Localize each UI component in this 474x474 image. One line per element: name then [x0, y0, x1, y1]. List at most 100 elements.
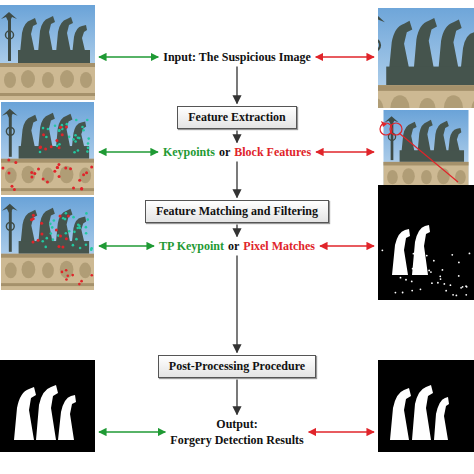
keypoint-dot: [80, 187, 83, 190]
keypoint-dot: [82, 173, 85, 176]
keypoint-dot: [395, 292, 397, 294]
flow-arrow: [236, 67, 237, 104]
side-arrow: [99, 56, 158, 57]
keypoint-dot: [58, 143, 61, 146]
keypoint-dot: [87, 137, 90, 140]
keypoint-dot: [433, 260, 435, 262]
keypoint-dot: [57, 245, 60, 248]
keypoint-dot: [452, 294, 454, 296]
keypoint-dot: [37, 239, 40, 242]
keypoint-dot: [37, 168, 40, 171]
keypoint-dot: [7, 159, 10, 162]
keypoint-dot: [56, 166, 59, 169]
keypoint-dot: [405, 279, 407, 281]
keypoint-dot: [14, 161, 17, 164]
keypoint-dot: [466, 286, 468, 288]
side-arrow: [99, 245, 154, 246]
keypoint-dot: [65, 232, 68, 235]
flow-arrow: [236, 256, 237, 353]
keypoint-dot: [64, 167, 67, 170]
keypoint-dot: [45, 237, 48, 240]
keypoint-dot: [451, 254, 453, 256]
label-text: or: [219, 145, 230, 160]
keypoint-dot: [90, 166, 93, 169]
keypoint-dot: [32, 217, 35, 220]
keypoint-dot: [62, 217, 65, 220]
keypoint-dot: [412, 268, 414, 270]
keypoint-dot: [76, 227, 79, 230]
keypoint-dot: [411, 281, 413, 283]
keypoint-dot: [66, 274, 69, 277]
keypoint-dot: [87, 142, 90, 145]
label-text: Forgery Detection Results: [170, 433, 303, 448]
keypoint-dot: [458, 262, 460, 264]
keypoint-dot: [78, 137, 81, 140]
keypoint-dot: [57, 163, 60, 166]
side-arrow: [320, 245, 374, 246]
keypoint-dot: [86, 218, 89, 221]
keypoint-dot: [462, 286, 464, 288]
keypoint-dot: [82, 129, 85, 132]
keypoint-dot: [416, 258, 418, 260]
keypoint-dot: [80, 188, 83, 191]
keypoint-dot: [53, 219, 56, 222]
label-text: Block Features: [234, 145, 311, 160]
keypoint-dot: [67, 214, 70, 217]
keypoint-dot: [58, 129, 61, 132]
keypoint-dot: [33, 172, 36, 175]
flow-arrow: [236, 162, 237, 198]
keypoint-dot: [59, 214, 62, 217]
keypoint-dot: [85, 171, 88, 174]
keypoint-dot: [437, 282, 439, 284]
process-box: Feature Matching and Filtering: [145, 200, 329, 223]
keypoint-dot: [425, 272, 427, 274]
label-text: or: [228, 239, 239, 254]
step-label: Output:Forgery Detection Results: [170, 417, 303, 448]
keypoint-dot: [30, 176, 33, 179]
keypoint-dot: [87, 147, 90, 150]
keypoint-dot: [400, 277, 402, 279]
keypoint-dot: [411, 290, 413, 292]
keypoint-dot: [75, 119, 78, 122]
keypoint-dot: [460, 287, 462, 289]
keypoint-dot: [49, 223, 52, 226]
keypoint-dot: [54, 124, 57, 127]
keypoint-dot: [72, 187, 75, 190]
keypoint-dot: [417, 253, 419, 255]
process-box: Feature Extraction: [177, 106, 296, 129]
keypoint-dot: [65, 269, 68, 272]
keypoint-dot: [65, 278, 68, 281]
keypoint-dot: [32, 214, 35, 217]
keypoint-dot: [42, 133, 45, 136]
keypoint-dot: [431, 282, 433, 284]
keypoint-dot: [420, 288, 422, 290]
label-text: Feature Extraction: [188, 110, 285, 125]
step-label: Input: The Suspicious Image: [163, 50, 311, 65]
keypoint-dot: [56, 166, 59, 169]
keypoint-dot: [50, 145, 53, 148]
label-text: Keypoints: [163, 145, 215, 160]
keypoint-dot: [39, 146, 42, 149]
label-text: Pixel Matches: [243, 239, 315, 254]
keypoint-dot: [40, 222, 43, 225]
flow-arrow: [236, 131, 237, 143]
flow-arrow: [236, 225, 237, 237]
keypoint-dot: [73, 231, 76, 234]
keypoint-dot: [73, 151, 76, 154]
keypoint-dot: [439, 275, 441, 277]
flow-arrow: [236, 380, 237, 415]
keypoint-dot: [450, 284, 452, 286]
keypoint-dot: [85, 226, 88, 229]
keypoint-dot: [44, 246, 47, 249]
keypoint-dot: [72, 216, 75, 219]
label-text: TP Keypoint: [159, 239, 224, 254]
keypoint-dot: [10, 185, 13, 188]
keypoint-dot: [420, 272, 422, 274]
keypoint-dot: [53, 170, 56, 173]
step-label: Keypoints or Block Features: [163, 145, 311, 160]
keypoint-dot: [465, 285, 467, 287]
keypoint-dot: [442, 269, 444, 271]
keypoint-dot: [81, 126, 84, 129]
keypoint-dot: [440, 278, 442, 280]
